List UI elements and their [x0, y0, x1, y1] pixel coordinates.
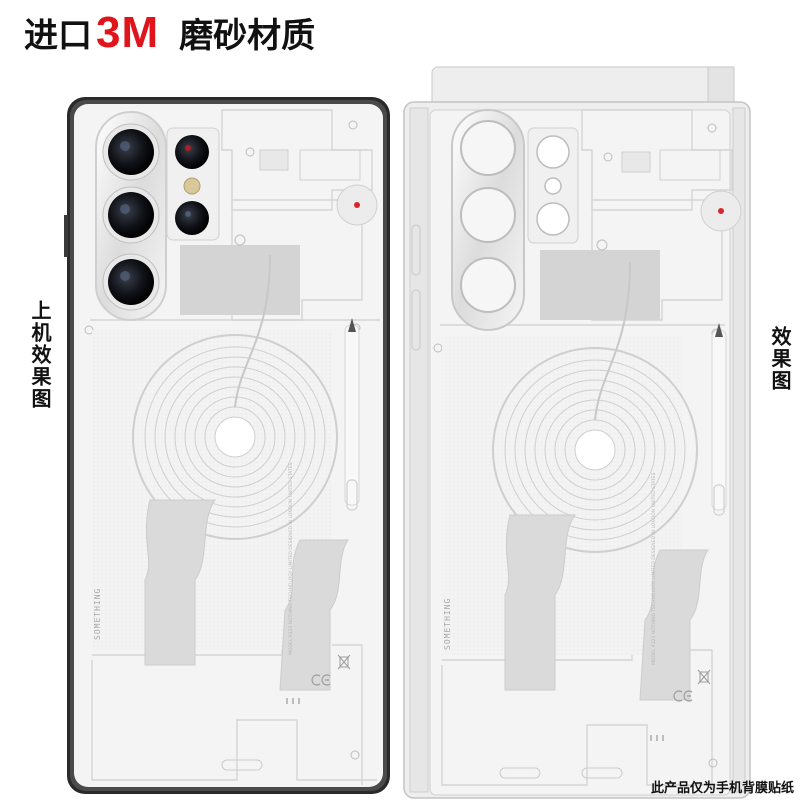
headline: 进口 3M 磨砂材质 [24, 8, 315, 64]
headline-suffix: 磨砂材质 [179, 16, 316, 56]
headline-brand: 3M [96, 8, 160, 57]
ce-mark-icon [673, 690, 693, 702]
charging-coil-icon [492, 261, 698, 553]
stylus-icon [711, 323, 727, 516]
stylus-icon [344, 318, 360, 511]
camera-lens-icon [108, 129, 154, 175]
right-side-label: 效果图 [768, 326, 792, 392]
sheet-brand-text: SOMETHING [443, 598, 452, 650]
camera-lens-icon [175, 201, 209, 235]
flash-icon [183, 177, 201, 195]
headline-prefix: 进口 [24, 16, 92, 56]
camera-cutouts [451, 109, 579, 331]
disclaimer-caption: 此产品仅为手机背膜贴纸 [650, 781, 794, 796]
charging-coil-icon [132, 254, 338, 540]
left-side-label: 上机效果图 [28, 300, 52, 410]
panel-small-text: MODEL A123 NOTHING TECHNOLOGY LIMITED DE… [288, 462, 294, 655]
camera-island [95, 111, 220, 321]
sheet-small-text: MODEL A123 NOTHING TECHNOLOGY LIMITED DE… [651, 472, 657, 665]
shadow-panel [180, 245, 300, 315]
ce-mark-icon [311, 674, 331, 686]
phone-mockup: SOMETHING MODEL A123 NOTHING TECHNOLOGY … [64, 97, 390, 794]
skin-sheet: SOMETHING MODEL A123 NOTHING TECHNOLOGY … [403, 66, 751, 799]
led-dot-icon [718, 208, 724, 214]
camera-lens-icon [108, 259, 154, 305]
panel-brand-text: SOMETHING [93, 588, 102, 640]
led-dot-icon [354, 202, 360, 208]
bin-icon [697, 669, 711, 685]
side-button [64, 215, 68, 257]
camera-lens-icon [108, 192, 154, 238]
camera-lens-icon [175, 135, 209, 169]
bin-icon [337, 654, 351, 670]
